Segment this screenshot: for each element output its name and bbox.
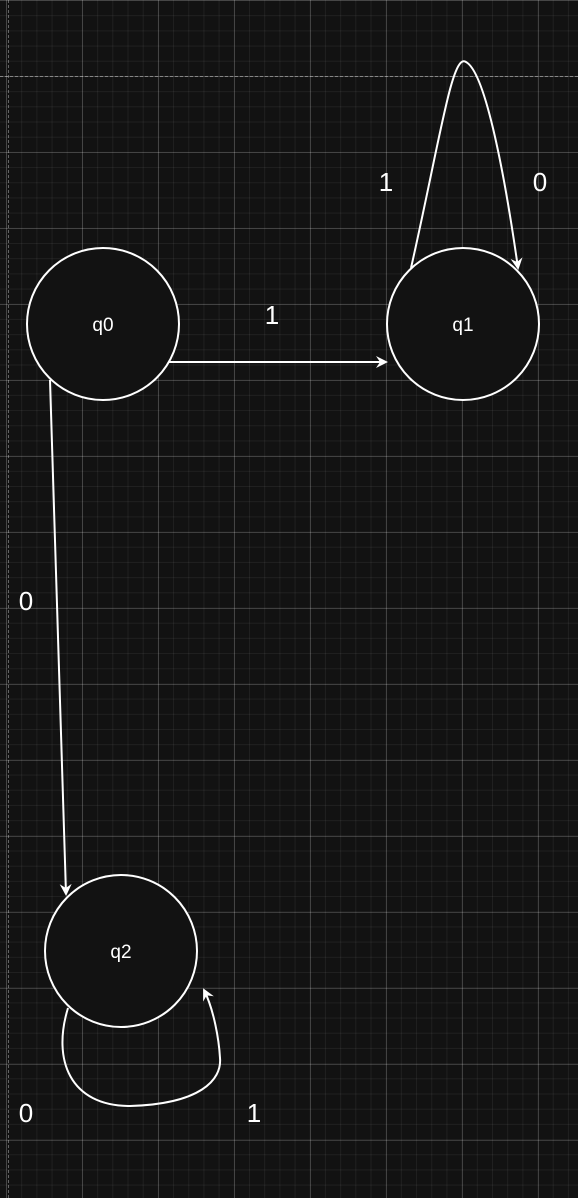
edge-q0-q1-label: 1: [265, 300, 279, 330]
state-q0-label: q0: [92, 315, 113, 336]
canvas-page-boundary-vertical: [8, 0, 9, 1198]
edge-q2-loop-label-right: 1: [247, 1098, 261, 1128]
state-q0[interactable]: q0: [26, 247, 180, 401]
edge-q1-loop-label-left: 1: [379, 167, 393, 197]
edge-q2-self-loop[interactable]: [61, 988, 222, 1108]
edge-q1-self-loop[interactable]: [410, 60, 523, 270]
state-q2[interactable]: q2: [44, 874, 198, 1028]
state-q1[interactable]: q1: [386, 247, 540, 401]
state-q2-label: q2: [110, 942, 131, 963]
state-q1-label: q1: [452, 315, 473, 336]
edge-q0-to-q2[interactable]: [49, 379, 72, 896]
edge-q1-loop-label-right: 0: [533, 167, 547, 197]
canvas-page-boundary-horizontal: [0, 76, 578, 77]
edge-q2-loop-label-left: 0: [19, 1098, 33, 1128]
edge-q0-q2-label: 0: [19, 586, 33, 616]
